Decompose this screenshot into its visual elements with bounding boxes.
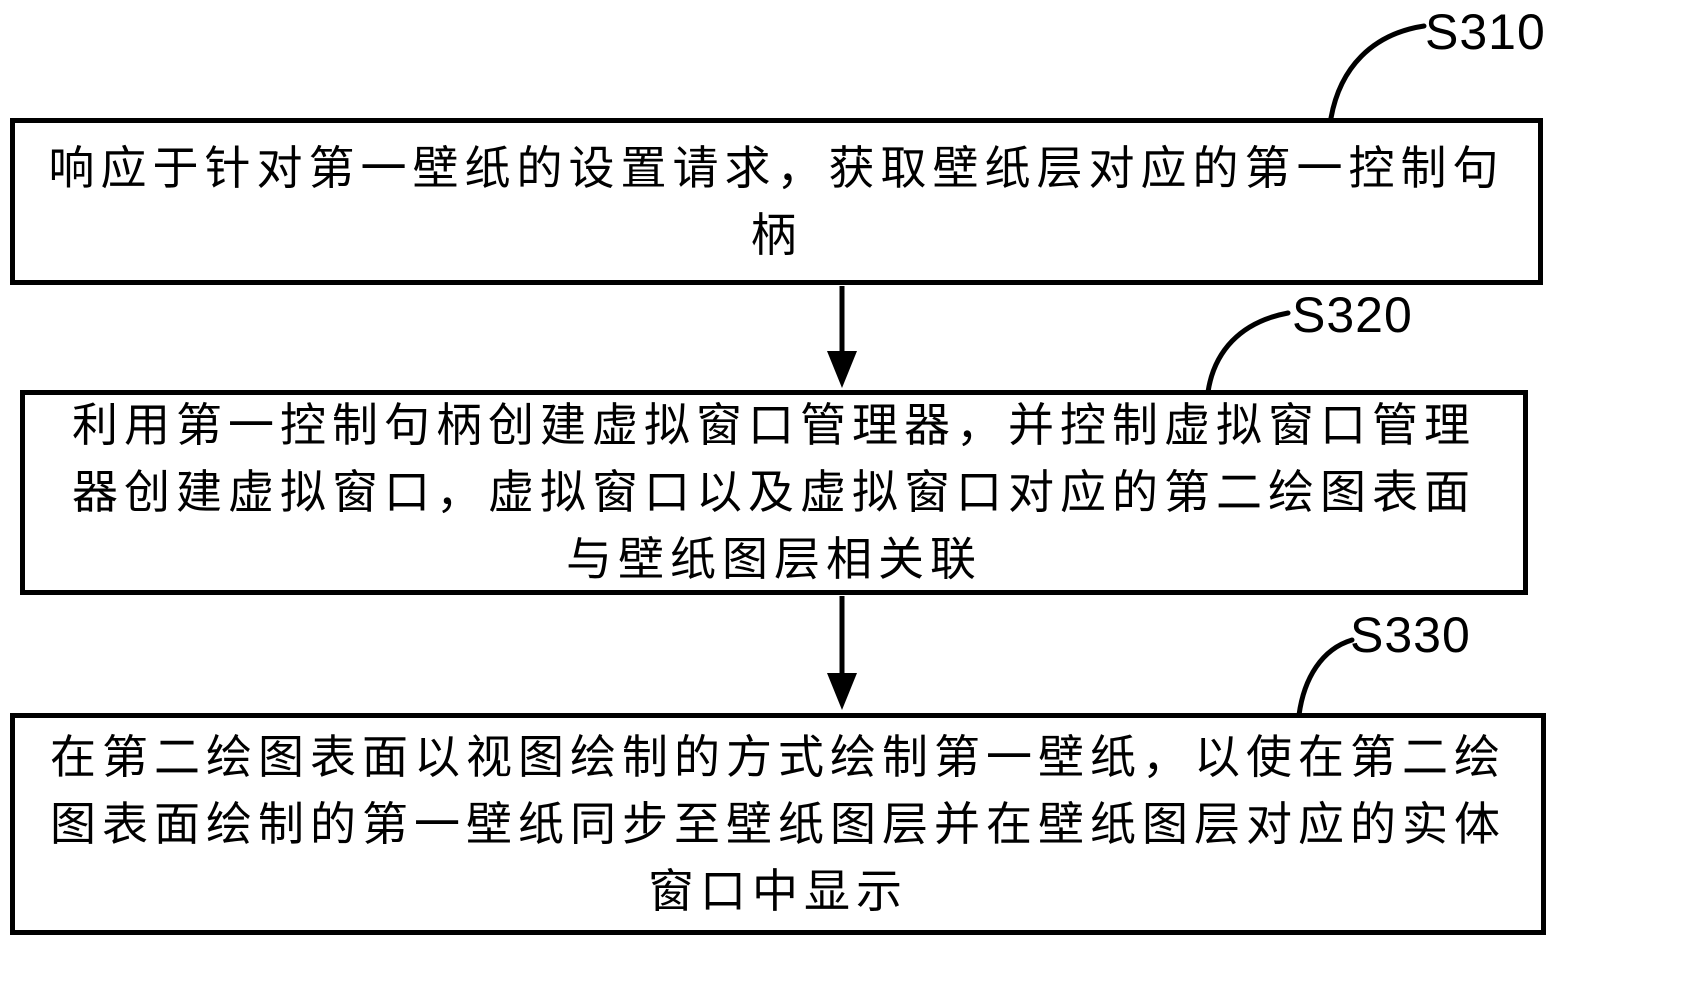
step-label-s330: S330: [1350, 607, 1471, 663]
step-text-line: 在第二绘图表面以视图绘制的方式绘制第一壁纸，以使在第二绘: [50, 731, 1506, 783]
leader-curve-s320: [1205, 310, 1291, 395]
leader-curve-s310: [1328, 23, 1427, 121]
step-text-line: 图表面绘制的第一壁纸同步至壁纸图层并在壁纸图层对应的实体: [50, 798, 1506, 850]
step-box-s320: 利用第一控制句柄创建虚拟窗口管理器，并控制虚拟窗口管理 器创建虚拟窗口，虚拟窗口…: [20, 390, 1528, 595]
step-text-line: 利用第一控制句柄创建虚拟窗口管理器，并控制虚拟窗口管理: [72, 400, 1476, 451]
leader-curve-s330: [1296, 637, 1355, 718]
step-label-s310: S310: [1425, 4, 1546, 60]
step-box-s330: 在第二绘图表面以视图绘制的方式绘制第一壁纸，以使在第二绘 图表面绘制的第一壁纸同…: [10, 713, 1546, 935]
flow-arrow-head-icon: [827, 673, 857, 710]
step-label-s320: S320: [1292, 287, 1413, 343]
step-text-line: 柄: [750, 209, 803, 261]
flow-arrow-head-icon: [827, 351, 857, 388]
step-box-s310: 响应于针对第一壁纸的设置请求，获取壁纸层对应的第一控制句 柄: [10, 118, 1543, 285]
step-text-line: 响应于针对第一壁纸的设置请求，获取壁纸层对应的第一控制句: [48, 142, 1505, 194]
step-text-line: 窗口中显示: [648, 865, 908, 917]
step-text-line: 与壁纸图层相关联: [566, 534, 982, 585]
step-text-line: 器创建虚拟窗口，虚拟窗口以及虚拟窗口对应的第二绘图表面: [72, 467, 1476, 518]
